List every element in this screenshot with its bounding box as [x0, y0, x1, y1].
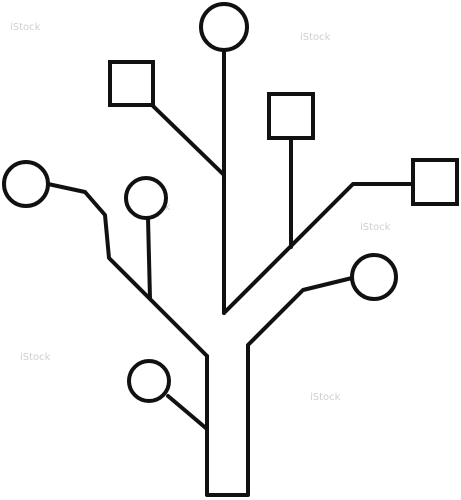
node-circle-right [350, 253, 398, 301]
branch-lower-left [166, 394, 209, 431]
branch-far-left [46, 182, 152, 301]
watermark-4: iStock [360, 222, 391, 233]
branch-right [222, 182, 414, 315]
watermark-pattern: iStock iStock iStock iStock iStock iStoc… [10, 22, 391, 403]
watermark-5: iStock [20, 352, 51, 363]
node-square-right [411, 158, 459, 206]
node-circle-mid-left [124, 176, 168, 220]
node-circle-top [199, 2, 249, 52]
branch-left [146, 216, 209, 358]
node-circle-left [2, 160, 50, 208]
node-square-mid [267, 92, 315, 140]
watermark-6: iStock [310, 392, 341, 403]
trunk-outline [205, 276, 354, 497]
node-square-top-left [108, 60, 155, 107]
branch-top-left-square [151, 104, 226, 177]
watermark-2: iStock [300, 32, 331, 43]
watermark-1: iStock [10, 22, 41, 33]
node-circle-bottom-left [127, 359, 171, 403]
